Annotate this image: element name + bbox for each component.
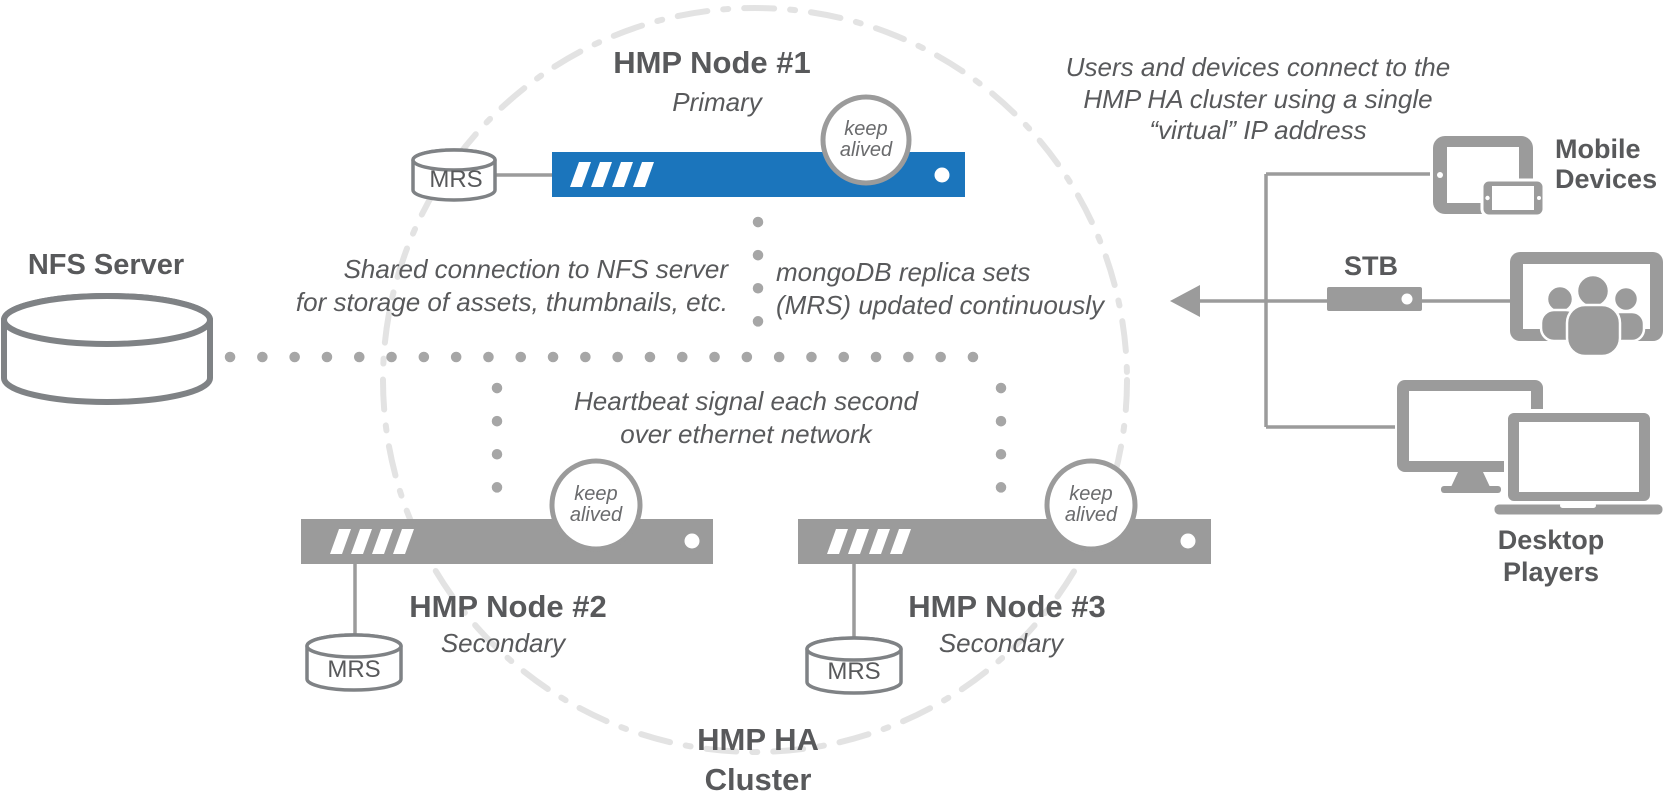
keepalived-badge-node3 [1044,458,1138,552]
annotation-virtual-ip: Users and devices connect to the HMP HA … [1065,52,1451,146]
server-bar-node2 [301,519,713,564]
mrs-cylinder-node1-icon [411,148,497,202]
cluster-boundary-circle [380,5,1130,755]
keepalived-label-node3: keep alived [1064,483,1118,526]
virtual-ip-arrow [1170,285,1200,317]
node3-title: HMP Node #3 [908,589,1106,624]
desktop-players-label: Desktop Players [1497,525,1605,588]
annotation-nfs-shared: Shared connection to NFS server for stor… [295,254,728,317]
node2-role: Secondary [440,628,566,658]
stb-box-icon [1327,287,1422,311]
server-vents-node3 [827,529,911,554]
mrs-cylinder-node3-icon [805,636,903,695]
cluster-label: HMP HA Cluster [697,722,819,798]
annotation-heartbeat: Heartbeat signal each second over ethern… [573,386,919,449]
keepalived-badge-node2 [549,458,643,552]
server-led-node3 [1180,533,1196,549]
node1-title: HMP Node #1 [613,45,811,80]
mrs-cylinder-node2-icon [305,633,403,692]
keepalived-label-node1: keep alived [839,118,893,161]
server-bar-node3 [798,519,1211,564]
node3-role: Secondary [938,628,1064,658]
node2-title: HMP Node #2 [409,589,607,624]
smartphone-icon [1480,178,1546,218]
mobile-devices-label: Mobile Devices [1555,134,1658,195]
laptop-icon [1491,409,1664,518]
connector-lines [353,172,1512,653]
node1-role: Primary [672,87,762,117]
mrs-label-node1: MRS [429,166,483,193]
mrs-label-node3: MRS [827,658,881,685]
server-vents-node1 [570,162,654,187]
stb-label: STB [1344,251,1398,281]
server-led-node2 [684,533,700,549]
annotation-mongodb: mongoDB replica sets (MRS) updated conti… [776,257,1105,320]
server-led-node1 [934,167,950,183]
mrs-label-node2: MRS [327,656,381,683]
keepalived-badge-node1 [820,94,912,186]
tv-audience-icon [1510,252,1663,358]
nfs-cylinder-icon [1,293,213,405]
keepalived-label-node2: keep alived [569,483,623,526]
server-vents-node2 [330,529,414,554]
dotted-lines [224,216,1008,494]
nfs-server-label: NFS Server [27,249,185,281]
